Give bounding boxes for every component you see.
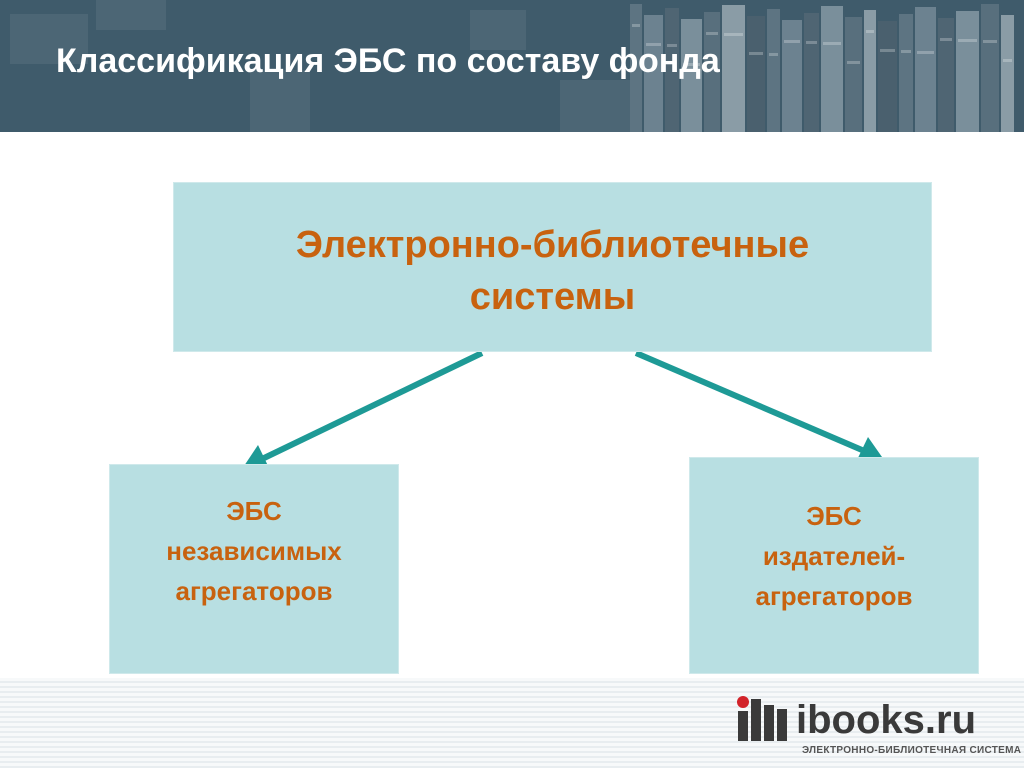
child-node-label-line-2: издателей- <box>762 541 906 571</box>
child-node-independent-aggregators: ЭБС независимых агрегаторов <box>110 465 398 673</box>
arrow-to-left-child <box>244 350 484 470</box>
book-spine-band <box>983 40 997 43</box>
book-spine <box>630 4 642 132</box>
book-spine-band <box>823 42 841 45</box>
book-spine-band <box>706 32 718 35</box>
header-banner: Классификация ЭБС по составу фонда <box>0 0 1024 132</box>
decorative-square <box>250 70 310 132</box>
book-spine-band <box>901 50 911 53</box>
logo-tagline: ЭЛЕКТРОННО-БИБЛИОТЕЧНАЯ СИСТЕМА <box>802 745 1022 756</box>
book-spine <box>782 20 802 132</box>
book-spine-band <box>847 61 860 64</box>
book-spine-band <box>683 63 700 66</box>
book-spine-band <box>784 40 800 43</box>
root-node-label-line-1: Электронно-библиотечные <box>295 224 810 266</box>
book-spine <box>1001 15 1014 132</box>
decorative-square <box>470 10 526 50</box>
book-spine <box>804 13 819 132</box>
book-spine <box>956 11 979 132</box>
book-spine <box>747 16 765 132</box>
root-node-box: Электронно-библиотечные системы <box>174 183 931 351</box>
child-node-publisher-aggregators: ЭБС издателей- агрегаторов <box>690 458 978 673</box>
book-spine-band <box>667 44 677 47</box>
book-spine <box>644 15 663 132</box>
child-node-label-line-2: независимых <box>166 536 342 566</box>
ibooks-logo-mark <box>737 696 787 741</box>
book-spine <box>665 8 679 132</box>
ibooks-logo: ibooks.ru ЭЛЕКТРОННО-БИБЛИОТЕЧНАЯ СИСТЕМ… <box>736 695 1021 760</box>
book-spine <box>704 12 720 132</box>
decorative-square <box>560 80 630 132</box>
footer-stripes <box>0 678 1024 768</box>
decorative-square <box>10 14 88 64</box>
book-spine-band <box>724 33 743 36</box>
book-spine-band <box>749 52 763 55</box>
child-node-label-line-1: ЭБС <box>226 496 282 526</box>
book-spine <box>681 19 702 132</box>
book-spine <box>878 21 897 132</box>
book-spine-band <box>632 24 640 27</box>
book-spine-band <box>806 41 817 44</box>
book-spine <box>821 6 843 132</box>
book-spine-band <box>940 38 952 41</box>
page-title: Классификация ЭБС по составу фонда <box>56 42 720 80</box>
logo-name: ibooks.ru <box>796 698 977 742</box>
book-spine-band <box>1003 59 1012 62</box>
book-spine <box>722 5 745 132</box>
bookshelf-decoration <box>630 4 1014 132</box>
child-node-label-line-1: ЭБС <box>806 501 862 531</box>
book-spine-band <box>917 51 934 54</box>
book-spine <box>845 17 862 132</box>
book-spine <box>981 4 999 132</box>
book-spine-band <box>880 49 895 52</box>
book-spine <box>899 14 913 132</box>
arrow-to-right-child <box>634 350 882 462</box>
book-spine-band <box>769 53 778 56</box>
book-spine <box>915 7 936 132</box>
book-spine <box>767 9 780 132</box>
book-spine-band <box>646 43 661 46</box>
decorative-square <box>96 0 166 30</box>
book-spine-band <box>958 39 977 42</box>
child-node-label-line-3: агрегаторов <box>755 581 913 611</box>
root-node-label-line-2: системы <box>469 276 636 318</box>
book-spine <box>938 18 954 132</box>
book-spine <box>864 10 876 132</box>
book-spine-band <box>866 30 874 33</box>
child-node-label-line-3: агрегаторов <box>175 576 333 606</box>
